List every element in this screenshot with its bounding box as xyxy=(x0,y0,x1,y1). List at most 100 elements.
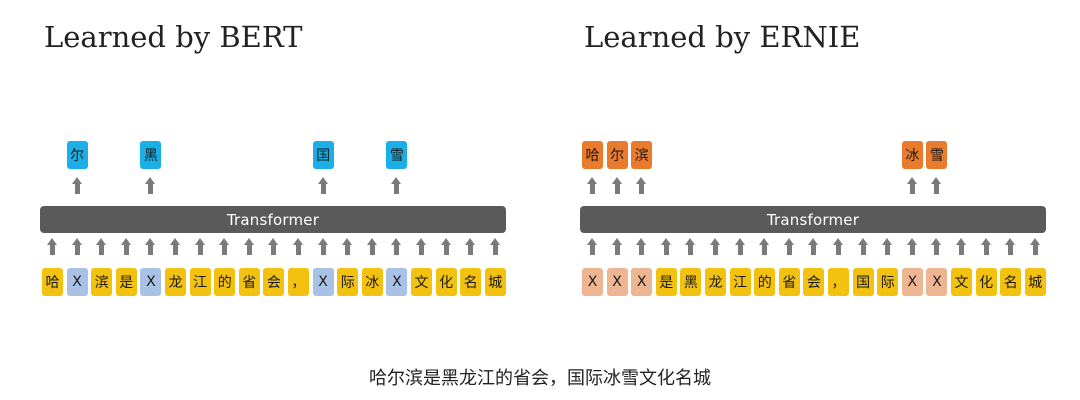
up-arrow-icon xyxy=(91,238,112,255)
input-token: 会 xyxy=(263,268,285,296)
up-arrow-icon xyxy=(582,177,603,194)
input-token: ， xyxy=(828,268,849,296)
masked-input-token: X xyxy=(386,268,408,296)
up-arrow-icon xyxy=(460,238,481,255)
up-arrow-icon xyxy=(436,238,457,255)
input-token: 哈 xyxy=(42,268,63,296)
ernie-title: Learned by ERNIE xyxy=(584,20,861,54)
up-arrow-icon xyxy=(386,238,407,255)
input-token: 化 xyxy=(435,268,457,296)
input-token: 名 xyxy=(1000,268,1022,296)
masked-input-token: X xyxy=(926,268,948,296)
masked-input-token: X xyxy=(901,268,923,296)
input-token: 国 xyxy=(852,268,874,296)
ernie-transformer-block: Transformer xyxy=(580,206,1046,233)
masked-input-token: X xyxy=(582,268,603,296)
input-token: 是 xyxy=(115,268,137,296)
bert-transformer-block: Transformer xyxy=(40,206,506,233)
up-arrow-icon xyxy=(313,238,334,255)
up-arrow-icon xyxy=(705,238,726,255)
up-arrow-icon xyxy=(828,238,849,255)
predicted-token: 滨 xyxy=(631,141,653,169)
input-token: 的 xyxy=(754,268,776,296)
up-arrow-icon xyxy=(779,238,800,255)
up-arrow-icon xyxy=(680,238,701,255)
predicted-token: 冰 xyxy=(901,141,923,169)
up-arrow-icon xyxy=(140,238,161,255)
input-token: 城 xyxy=(484,268,506,296)
input-token: ， xyxy=(288,268,309,296)
masked-input-token: X xyxy=(66,268,88,296)
input-token: 龙 xyxy=(165,268,186,296)
input-token: 省 xyxy=(778,268,800,296)
input-token: 江 xyxy=(729,268,751,296)
up-arrow-icon xyxy=(582,238,603,255)
up-arrow-icon xyxy=(116,238,137,255)
up-arrow-icon xyxy=(214,238,235,255)
up-arrow-icon xyxy=(902,177,923,194)
up-arrow-icon xyxy=(1025,238,1046,255)
up-arrow-icon xyxy=(631,238,652,255)
input-token: 省 xyxy=(238,268,260,296)
up-arrow-icon xyxy=(902,238,923,255)
predicted-token: 尔 xyxy=(66,141,88,169)
input-token: 化 xyxy=(975,268,997,296)
predicted-token: 国 xyxy=(312,141,334,169)
sentence-caption: 哈尔滨是黑龙江的省会，国际冰雪文化名城 xyxy=(369,368,711,389)
input-token: 江 xyxy=(189,268,211,296)
up-arrow-icon xyxy=(803,238,824,255)
input-token: 会 xyxy=(803,268,825,296)
up-arrow-icon xyxy=(631,177,652,194)
up-arrow-icon xyxy=(730,238,751,255)
up-arrow-icon xyxy=(607,177,628,194)
up-arrow-icon xyxy=(263,238,284,255)
up-arrow-icon xyxy=(386,177,407,194)
predicted-token: 雪 xyxy=(926,141,948,169)
up-arrow-icon xyxy=(976,238,997,255)
input-token: 城 xyxy=(1024,268,1046,296)
predicted-token: 尔 xyxy=(606,141,628,169)
up-arrow-icon xyxy=(607,238,628,255)
masked-input-token: X xyxy=(631,268,653,296)
up-arrow-icon xyxy=(288,238,309,255)
input-token: 名 xyxy=(460,268,482,296)
bert-title: Learned by BERT xyxy=(44,20,303,54)
up-arrow-icon xyxy=(411,238,432,255)
input-token: 龙 xyxy=(705,268,726,296)
up-arrow-icon xyxy=(877,238,898,255)
input-token: 文 xyxy=(411,268,432,296)
up-arrow-icon xyxy=(67,238,88,255)
input-token: 冰 xyxy=(361,268,383,296)
up-arrow-icon xyxy=(337,238,358,255)
up-arrow-icon xyxy=(140,177,161,194)
up-arrow-icon xyxy=(926,238,947,255)
up-arrow-icon xyxy=(42,238,63,255)
predicted-token: 黑 xyxy=(140,141,162,169)
input-token: 滨 xyxy=(91,268,113,296)
up-arrow-icon xyxy=(67,177,88,194)
up-arrow-icon xyxy=(239,238,260,255)
up-arrow-icon xyxy=(165,238,186,255)
predicted-token: 雪 xyxy=(386,141,408,169)
predicted-token: 哈 xyxy=(582,141,603,169)
up-arrow-icon xyxy=(926,177,947,194)
input-token: 际 xyxy=(337,268,359,296)
up-arrow-icon xyxy=(313,177,334,194)
masked-input-token: X xyxy=(140,268,162,296)
up-arrow-icon xyxy=(656,238,677,255)
masked-input-token: X xyxy=(606,268,628,296)
input-token: 际 xyxy=(877,268,899,296)
input-token: 文 xyxy=(951,268,972,296)
input-token: 黑 xyxy=(680,268,702,296)
input-token: 是 xyxy=(655,268,677,296)
up-arrow-icon xyxy=(951,238,972,255)
up-arrow-icon xyxy=(362,238,383,255)
up-arrow-icon xyxy=(754,238,775,255)
input-token: 的 xyxy=(214,268,236,296)
up-arrow-icon xyxy=(485,238,506,255)
up-arrow-icon xyxy=(1000,238,1021,255)
up-arrow-icon xyxy=(853,238,874,255)
up-arrow-icon xyxy=(190,238,211,255)
